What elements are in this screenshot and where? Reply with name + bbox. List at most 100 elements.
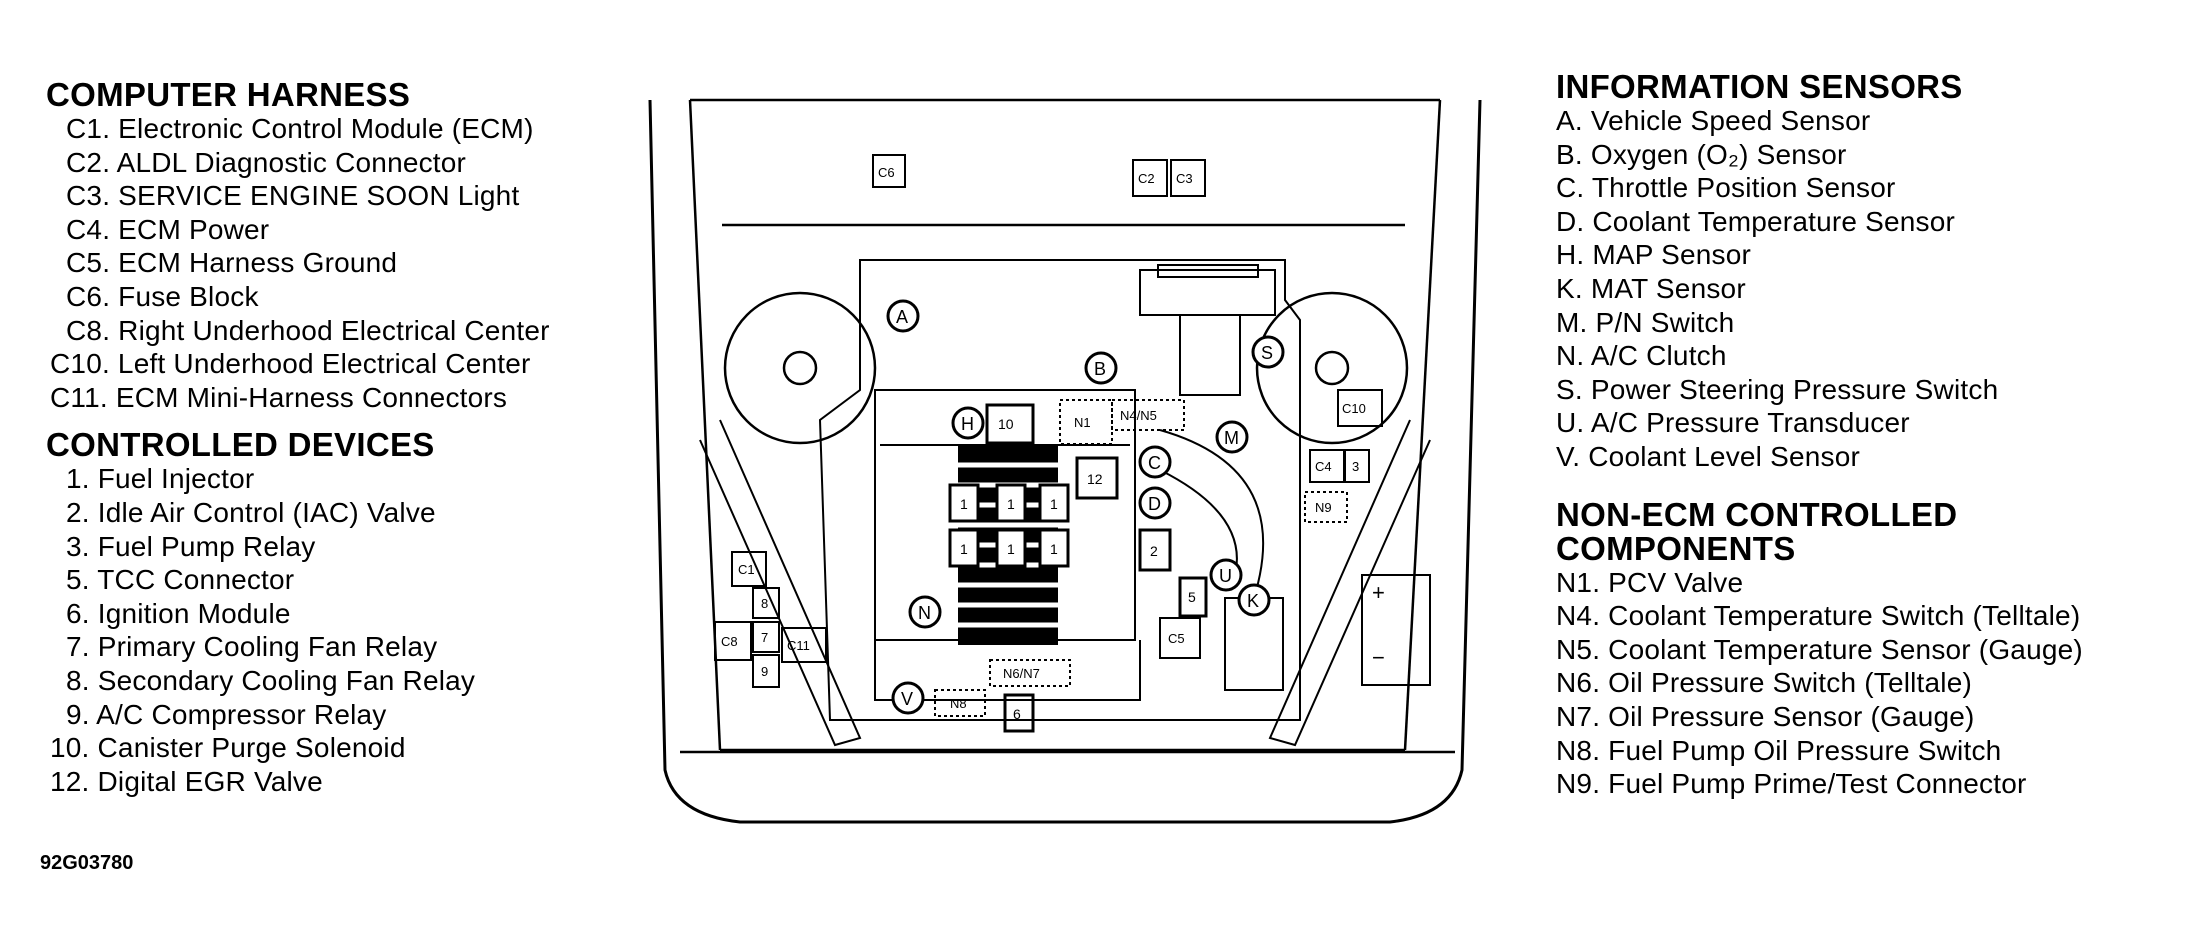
c10-box xyxy=(1337,389,1383,427)
tcc-5-label: 5 xyxy=(1188,589,1196,605)
legend-item: N8. Fuel Pump Oil Pressure Switch xyxy=(1556,734,2002,766)
legend-item: K. MAT Sensor xyxy=(1556,272,1746,304)
non-ecm-list: N1. PCV Valve N4. Coolant Temperature Sw… xyxy=(1556,566,2083,801)
air-cleaner-lid xyxy=(1157,264,1259,278)
figure-id: 92G03780 xyxy=(40,852,134,874)
right-legend: INFORMATION SENSORS A. Vehicle Speed Sen… xyxy=(1556,70,2083,801)
c11-label: C11 xyxy=(787,638,810,653)
relay-7-box xyxy=(752,621,780,653)
belt-arc xyxy=(1159,429,1265,611)
sensor-h-label: H xyxy=(961,414,974,434)
injector-1f xyxy=(1038,528,1070,568)
legend-item: H. MAP Sensor xyxy=(1556,239,1752,271)
n4n5-label: N4/N5 xyxy=(1120,408,1157,423)
c8-box xyxy=(714,621,752,661)
legend-item: 9. A/C Compressor Relay xyxy=(66,698,387,730)
legend-item: N9. Fuel Pump Prime/Test Connector xyxy=(1556,768,2027,800)
sensor-a-marker xyxy=(886,299,920,333)
legend-item: A. Vehicle Speed Sensor xyxy=(1556,105,1871,136)
engine-block xyxy=(818,259,1301,721)
non-ecm-heading-line2: COMPONENTS xyxy=(1556,529,1796,567)
n6n7-label: N6/N7 xyxy=(1003,666,1040,681)
iac-2-label: 2 xyxy=(1150,543,1158,559)
controlled-devices-heading: CONTROLLED DEVICES xyxy=(46,426,435,464)
injector-1d xyxy=(948,528,980,568)
injector-1c xyxy=(1038,483,1070,523)
legend-item: C5. ECM Harness Ground xyxy=(66,247,398,279)
c5-box xyxy=(1159,617,1201,659)
left-pulley xyxy=(723,291,877,445)
legend-item: S. Power Steering Pressure Switch xyxy=(1556,373,1999,405)
ignition-6-label: 6 xyxy=(1013,706,1021,722)
legend-item: N6. Oil Pressure Switch (Telltale) xyxy=(1556,667,1973,699)
relay-7-label: 7 xyxy=(761,630,768,645)
sensor-v-marker xyxy=(891,681,925,715)
computer-harness-list: C1. Electronic Control Module (ECM) C2. … xyxy=(46,112,550,414)
c2-label: C2 xyxy=(1138,171,1155,186)
sensor-v-label: V xyxy=(901,689,913,709)
c2-box xyxy=(1132,159,1168,197)
legend-item: C6. Fuse Block xyxy=(66,280,259,312)
relay-3-label: 3 xyxy=(1352,459,1359,474)
injector-label: 1 xyxy=(1050,496,1058,512)
connector-boxes: C6 C2 C3 C10 C4 3 N9 C1 8 C8 7 C11 9 10 … xyxy=(714,154,1383,733)
right-strut xyxy=(1268,419,1431,747)
legend-item: 8. Secondary Cooling Fan Relay xyxy=(66,664,476,696)
legend-item: 5. TCC Connector xyxy=(66,564,295,596)
legend-item: 10. Canister Purge Solenoid xyxy=(50,732,406,764)
c1-box xyxy=(731,551,767,587)
c4-label: C4 xyxy=(1315,459,1332,474)
legend-item: N4. Coolant Temperature Switch (Telltale… xyxy=(1556,600,2081,632)
legend-item: N7. Oil Pressure Sensor (Gauge) xyxy=(1556,700,1975,732)
intake-rect xyxy=(874,389,1136,641)
legend-item: C. Throttle Position Sensor xyxy=(1556,172,1896,204)
throttle-body xyxy=(1179,314,1241,396)
n1-label: N1 xyxy=(1074,415,1091,430)
left-legend: COMPUTER HARNESS C1. Electronic Control … xyxy=(46,78,550,798)
controlled-devices-list: 1. Fuel Injector 2. Idle Air Control (IA… xyxy=(46,462,550,798)
c3-box xyxy=(1170,159,1206,197)
n8-label: N8 xyxy=(950,696,967,711)
sensor-k-marker xyxy=(1237,583,1271,617)
sensor-c-marker xyxy=(1138,445,1172,479)
legend-item: C4. ECM Power xyxy=(66,213,270,245)
c11-box xyxy=(781,627,827,663)
relay-9-label: 9 xyxy=(761,664,768,679)
legend-item: C8. Right Underhood Electrical Center xyxy=(66,314,550,346)
injector-label: 1 xyxy=(1050,541,1058,557)
legend-item: C3. SERVICE ENGINE SOON Light xyxy=(66,180,520,212)
sensor-u-marker xyxy=(1209,558,1243,592)
legend-item: C1. Electronic Control Module (ECM) xyxy=(66,113,534,144)
egr-12-box xyxy=(1075,456,1119,500)
computer-harness-heading: COMPUTER HARNESS xyxy=(46,76,411,113)
legend-item: N. A/C Clutch xyxy=(1556,340,1727,372)
legend-item: N1. PCV Valve xyxy=(1556,566,1744,598)
c8-label: C8 xyxy=(721,634,738,649)
legend-item: C2. ALDL Diagnostic Connector xyxy=(66,146,467,178)
legend-item: N5. Coolant Temperature Sensor (Gauge) xyxy=(1556,633,2083,665)
ignition-6-box xyxy=(1003,693,1035,733)
battery-plus: + xyxy=(1372,580,1385,605)
sensor-b-marker xyxy=(1084,351,1118,385)
c5-label: C5 xyxy=(1168,631,1185,646)
sensor-a-label: A xyxy=(896,307,908,327)
left-strut xyxy=(699,419,862,747)
sensor-n-label: N xyxy=(918,603,931,623)
legend-item: 2. Idle Air Control (IAC) Valve xyxy=(66,496,436,528)
injector-label: 1 xyxy=(960,496,968,512)
legend-item: B. Oxygen (O₂) Sensor xyxy=(1556,138,1847,170)
c1-label: C1 xyxy=(738,562,755,577)
sensor-s-marker xyxy=(1251,335,1285,369)
legend-item: 1. Fuel Injector xyxy=(66,463,255,495)
relay-3-box xyxy=(1344,449,1370,483)
solenoid-10-box xyxy=(985,403,1035,445)
sensor-s-label: S xyxy=(1261,343,1273,363)
sensor-d-label: D xyxy=(1148,494,1161,514)
injector-label: 1 xyxy=(960,541,968,557)
n9-box xyxy=(1304,491,1348,523)
n8-box xyxy=(934,689,986,717)
battery-minus: − xyxy=(1372,645,1385,670)
sensor-m-marker xyxy=(1215,420,1249,454)
sensor-m-label: M xyxy=(1224,428,1239,448)
sensor-b-label: B xyxy=(1094,359,1106,379)
